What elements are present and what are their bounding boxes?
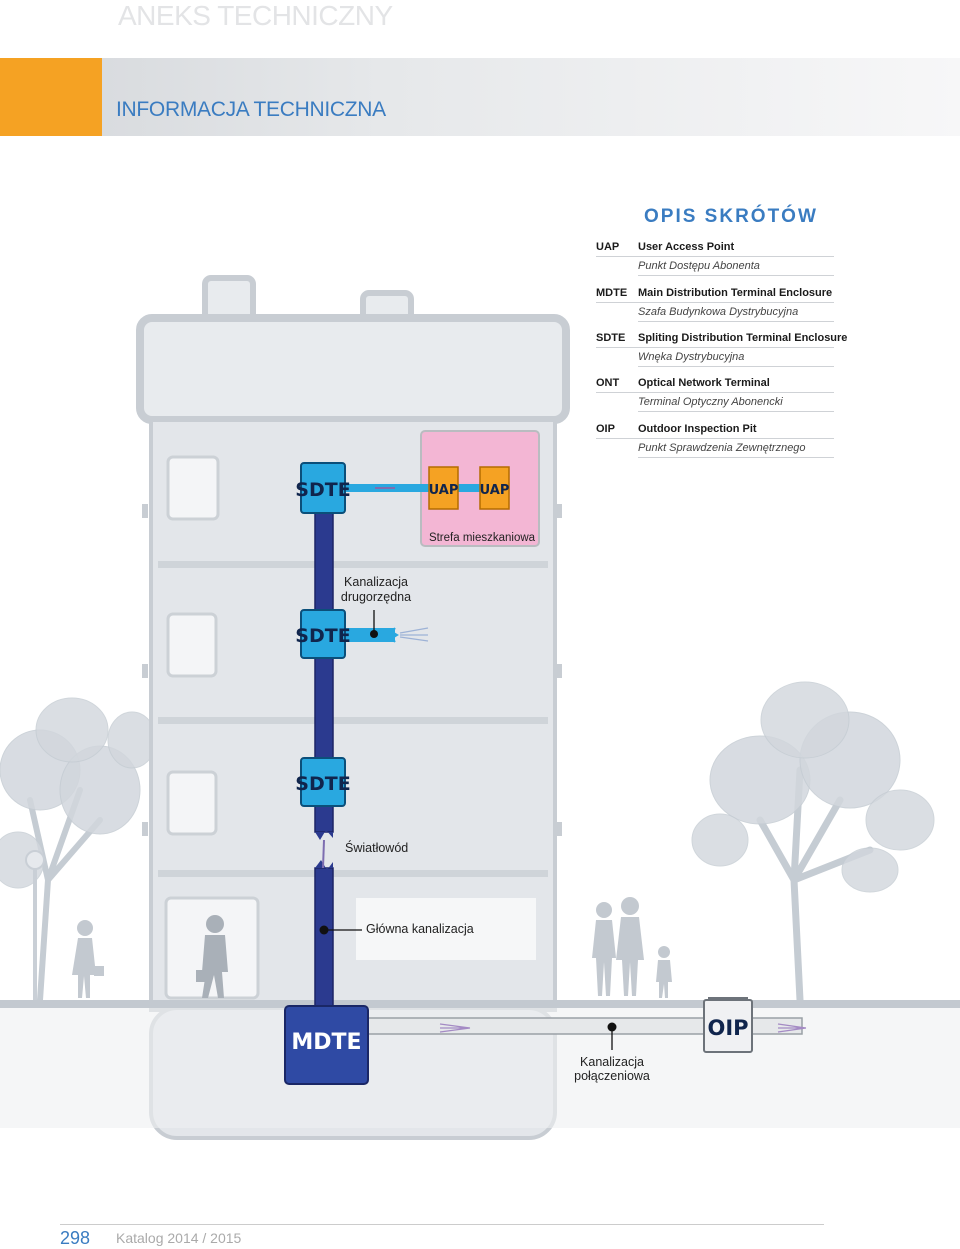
abbreviation-polish: Punkt Dostępu Abonenta [638, 260, 760, 272]
tree-left [0, 697, 157, 1003]
main-ducting-marker [319, 925, 362, 935]
secondary-ducting-label-2: drugorzędna [341, 590, 411, 604]
abbreviation-english: Spliting Distribution Terminal Enclosure [638, 332, 848, 344]
person-man-doorway [196, 915, 228, 998]
header-band [0, 58, 960, 136]
abbreviation-code: ONT [596, 377, 620, 389]
abbreviation-polish: Szafa Budynkowa Dystrybucyjna [638, 306, 799, 318]
header-accent [0, 58, 102, 136]
connection-ducting-label-2: połączeniowa [574, 1069, 650, 1083]
abbreviation-polish: Terminal Optyczny Abonencki [638, 396, 783, 408]
abbreviation-english: User Access Point [638, 241, 735, 253]
abbreviation-code: SDTE [596, 332, 626, 344]
mdte-label: MDTE [291, 1030, 361, 1055]
tree-right [691, 681, 935, 1004]
family-silhouette [592, 897, 672, 998]
abbreviation-code: UAP [596, 241, 620, 253]
abbreviation-code: MDTE [596, 287, 628, 299]
secondary-ducting-label-1: Kanalizacja [344, 575, 408, 589]
connection-ducting-label-1: Kanalizacja [580, 1055, 644, 1069]
abbreviation-code: OIP [596, 423, 615, 435]
section-label: ANEKS TECHNICZNY [118, 0, 393, 31]
abbreviation-english: Outdoor Inspection Pit [638, 423, 757, 435]
abbreviation-english: Main Distribution Terminal Enclosure [638, 287, 833, 299]
sdte-label-bottom: SDTE [295, 773, 350, 795]
catalog-label: Katalog 2014 / 2015 [116, 1230, 242, 1246]
ground [0, 1000, 960, 1008]
sdte-box-top: SDTE [295, 462, 351, 514]
riser-duct [314, 509, 334, 1009]
uap-label-2: UAP [480, 483, 510, 498]
abbreviation-polish: Punkt Sprawdzenia Zewnętrznego [638, 442, 806, 454]
page-title: INFORMACJA TECHNICZNA [116, 98, 386, 121]
uap-box-1: UAP [428, 466, 459, 510]
sdte-label-top: SDTE [295, 479, 350, 501]
sdte-box-middle: SDTE [295, 609, 351, 659]
secondary-duct [345, 610, 429, 643]
oip-box: OIP [703, 997, 753, 1053]
abbreviation-english: Optical Network Terminal [638, 377, 770, 389]
uap-box-2: UAP [479, 466, 510, 510]
main-ducting-label: Główna kanalizacja [366, 922, 474, 936]
abbreviation-polish: Wnęka Dystrybucyjna [638, 351, 745, 363]
uap-label-1: UAP [429, 483, 459, 498]
sdte-box-bottom: SDTE [295, 757, 351, 807]
oip-label: OIP [707, 1016, 748, 1040]
mdte-box: MDTE [284, 1005, 369, 1085]
fiber-label: Światłowód [345, 840, 408, 855]
residential-zone-label: Strefa mieszkaniowa [429, 532, 536, 544]
residential-link [345, 484, 480, 492]
abbreviations-heading: OPIS SKRÓTÓW [644, 206, 818, 227]
person-woman-left [72, 920, 104, 998]
footer-divider [60, 1224, 824, 1225]
sdte-label-middle: SDTE [295, 625, 350, 647]
page-number: 298 [60, 1228, 91, 1248]
street-lamp [25, 850, 45, 1000]
